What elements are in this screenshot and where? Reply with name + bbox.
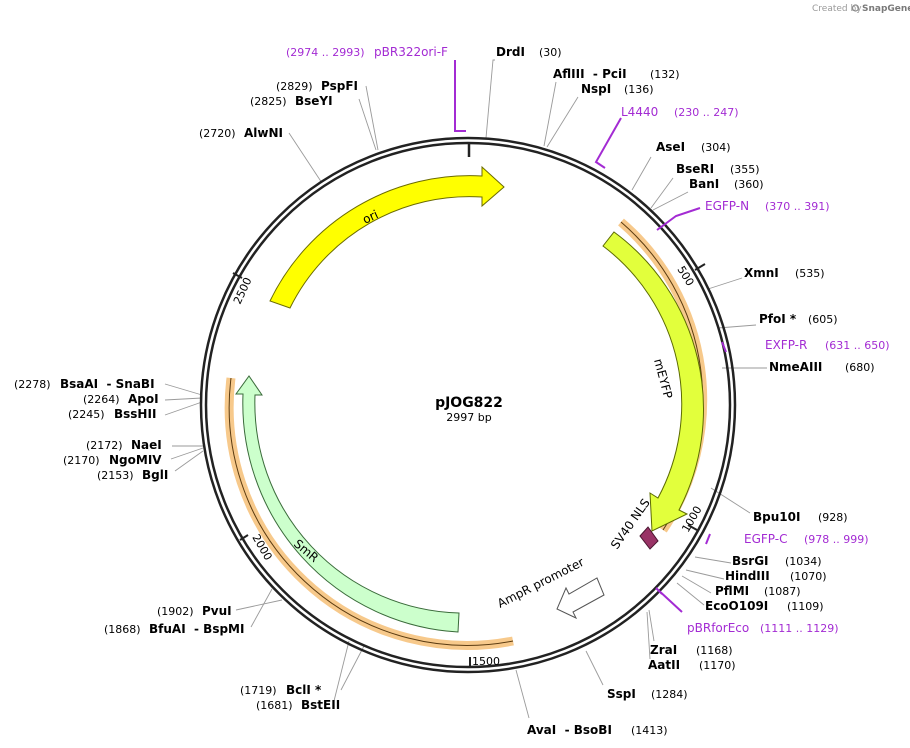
primer-label-L4440-pos[interactable]: (230 .. 247) bbox=[674, 106, 739, 119]
primer-label-EXFP-R-pos[interactable]: (631 .. 650) bbox=[825, 339, 890, 352]
enzyme-label-AatII[interactable]: AatII bbox=[648, 658, 680, 672]
enzyme-label-BanI[interactable]: BanI bbox=[689, 177, 719, 191]
enzyme-pos-PspFI: (2829) bbox=[276, 80, 313, 93]
enzyme-label-AseI[interactable]: AseI bbox=[656, 140, 685, 154]
enzyme-label-BssHII[interactable]: BssHII bbox=[114, 407, 156, 421]
enzyme-pos-BssHII: (2245) bbox=[68, 408, 105, 421]
smr-arrow[interactable] bbox=[235, 375, 460, 633]
enzyme-pos-NmeAIII: (680) bbox=[845, 361, 875, 374]
enzyme-pos-BsrGI: (1034) bbox=[785, 555, 822, 568]
enzyme-label-HindIII[interactable]: HindIII bbox=[725, 569, 770, 583]
enzyme-label-PflMI[interactable]: PflMI bbox=[715, 584, 749, 598]
enzyme-label-ApoI[interactable]: ApoI bbox=[128, 392, 159, 406]
tick-2500 bbox=[232, 272, 243, 279]
mEYFP-arrow[interactable] bbox=[602, 231, 704, 532]
primer-label-EGFP-C-pos[interactable]: (978 .. 999) bbox=[804, 533, 869, 546]
enzyme-pos-ApoI: (2264) bbox=[83, 393, 120, 406]
enzyme-label-BclI[interactable]: BclI * bbox=[286, 683, 322, 697]
enzyme-label-BfuAI-BspMI[interactable]: BfuAI - BspMI bbox=[149, 622, 244, 636]
enzyme-pos-NspI: (136) bbox=[624, 83, 654, 96]
enzyme-label-Bpu10I[interactable]: Bpu10I bbox=[753, 510, 800, 524]
enzyme-pos-BstEII: (1681) bbox=[256, 699, 293, 712]
plasmid-name: pJOG822 bbox=[435, 395, 503, 411]
enzyme-label-NspI[interactable]: NspI bbox=[581, 82, 611, 96]
primer-label-EXFP-R[interactable]: EXFP-R bbox=[765, 338, 807, 352]
primer-label-pBRforEco-pos[interactable]: (1111 .. 1129) bbox=[760, 622, 839, 635]
enzyme-pos-XmnI: (535) bbox=[795, 267, 825, 280]
enzyme-pos-PvuI: (1902) bbox=[157, 605, 194, 618]
enzyme-pos-AseI: (304) bbox=[701, 141, 731, 154]
enzyme-pos-NgoMIV: (2170) bbox=[63, 454, 100, 467]
enzyme-pos-BanI: (360) bbox=[734, 178, 764, 191]
enzyme-label-AlwNI[interactable]: AlwNI bbox=[244, 126, 283, 140]
enzyme-label-AvaI-BsoBI[interactable]: AvaI - BsoBI bbox=[527, 723, 612, 737]
enzyme-label-EcoO109I[interactable]: EcoO109I bbox=[705, 599, 768, 613]
enzyme-pos-AatII: (1170) bbox=[699, 659, 736, 672]
enzyme-label-BseYI[interactable]: BseYI bbox=[295, 94, 333, 108]
enzyme-label-BglI[interactable]: BglI bbox=[142, 468, 168, 482]
enzyme-label-NaeI[interactable]: NaeI bbox=[131, 438, 162, 452]
enzyme-label-AflIII-PciI[interactable]: AflIII - PciI bbox=[553, 67, 627, 81]
tick-500 bbox=[694, 263, 706, 271]
primer-label-pBR322ori-F[interactable]: pBR322ori-F bbox=[374, 45, 448, 59]
enzyme-pos-BseRI: (355) bbox=[730, 163, 760, 176]
ampr-promoter-arrow[interactable] bbox=[556, 577, 605, 620]
enzyme-pos-Bpu10I: (928) bbox=[818, 511, 848, 524]
enzyme-pos-NaeI: (2172) bbox=[86, 439, 123, 452]
enzyme-pos-HindIII: (1070) bbox=[790, 570, 827, 583]
snapgene-logo-icon bbox=[851, 4, 860, 12]
enzyme-label-XmnI[interactable]: XmnI bbox=[744, 266, 779, 280]
enzyme-label-NmeAIII[interactable]: NmeAIII bbox=[769, 360, 822, 374]
tick-1000 bbox=[687, 524, 698, 531]
enzyme-pos-ZraI: (1168) bbox=[696, 644, 733, 657]
tick-label-500: 500 bbox=[674, 264, 696, 289]
smr-orange-bar-line bbox=[228, 377, 514, 646]
enzyme-label-BstEII[interactable]: BstEII bbox=[301, 698, 340, 712]
primer-markers bbox=[454, 60, 727, 613]
enzyme-label-PvuI[interactable]: PvuI bbox=[202, 604, 232, 618]
enzyme-pos-BsaAI: (2278) bbox=[14, 378, 51, 391]
backbone-outer bbox=[199, 136, 737, 674]
tick-2000 bbox=[239, 534, 249, 541]
enzyme-label-BseRI[interactable]: BseRI bbox=[676, 162, 714, 176]
enzyme-pos-BclI: (1719) bbox=[240, 684, 277, 697]
primer-label-EGFP-N[interactable]: EGFP-N bbox=[705, 199, 749, 213]
enzyme-label-NgoMIV[interactable]: NgoMIV bbox=[109, 453, 162, 467]
plasmid-size: 2997 bp bbox=[446, 411, 491, 424]
ori-arrow[interactable] bbox=[269, 165, 505, 309]
primer-label-pBR322ori-F-pos[interactable]: (2974 .. 2993) bbox=[286, 46, 365, 59]
primer-label-L4440[interactable]: L4440 bbox=[621, 105, 658, 119]
enzyme-pos-BfuAI: (1868) bbox=[104, 623, 141, 636]
primer-label-EGFP-C[interactable]: EGFP-C bbox=[744, 532, 787, 546]
enzyme-pos-AflIII: (132) bbox=[650, 68, 680, 81]
primer-label-EGFP-N-pos[interactable]: (370 .. 391) bbox=[765, 200, 830, 213]
tick-label-1000: 1000 bbox=[679, 504, 704, 535]
enzyme-pos-AlwNI: (2720) bbox=[199, 127, 236, 140]
enzyme-pos-DrdI: (30) bbox=[539, 46, 562, 59]
enzyme-pos-AvaI: (1413) bbox=[631, 724, 668, 737]
enzyme-pos-EcoO109I: (1109) bbox=[787, 600, 824, 613]
enzyme-label-DrdI[interactable]: DrdI bbox=[496, 45, 525, 59]
enzyme-pos-SspI: (1284) bbox=[651, 688, 688, 701]
enzyme-label-BsaAI-SnaBI[interactable]: BsaAI - SnaBI bbox=[60, 377, 155, 391]
mEYFP-label: mEYFP bbox=[651, 357, 675, 400]
enzyme-pos-BglI: (2153) bbox=[97, 469, 134, 482]
snapgene-logo[interactable]: SnapGene bbox=[862, 4, 910, 14]
sv40-nls-arrow[interactable] bbox=[639, 526, 659, 550]
ori-label: ori bbox=[360, 207, 380, 226]
enzyme-label-ZraI[interactable]: ZraI bbox=[650, 643, 677, 657]
tick-label-2500: 2500 bbox=[231, 275, 255, 306]
enzyme-label-SspI[interactable]: SspI bbox=[607, 687, 636, 701]
tick-label-1500: 1500 bbox=[472, 655, 500, 668]
credit-prefix: Created by bbox=[812, 4, 862, 14]
leader-lines bbox=[164, 59, 767, 719]
enzyme-pos-PflMI: (1087) bbox=[764, 585, 801, 598]
primer-label-pBRforEco[interactable]: pBRforEco bbox=[687, 621, 749, 635]
enzyme-pos-PfoI: (605) bbox=[808, 313, 838, 326]
enzyme-label-BsrGI[interactable]: BsrGI bbox=[732, 554, 769, 568]
enzyme-label-PfoI[interactable]: PfoI * bbox=[759, 312, 797, 326]
enzyme-pos-BseYI: (2825) bbox=[250, 95, 287, 108]
enzyme-label-PspFI[interactable]: PspFI bbox=[321, 79, 358, 93]
